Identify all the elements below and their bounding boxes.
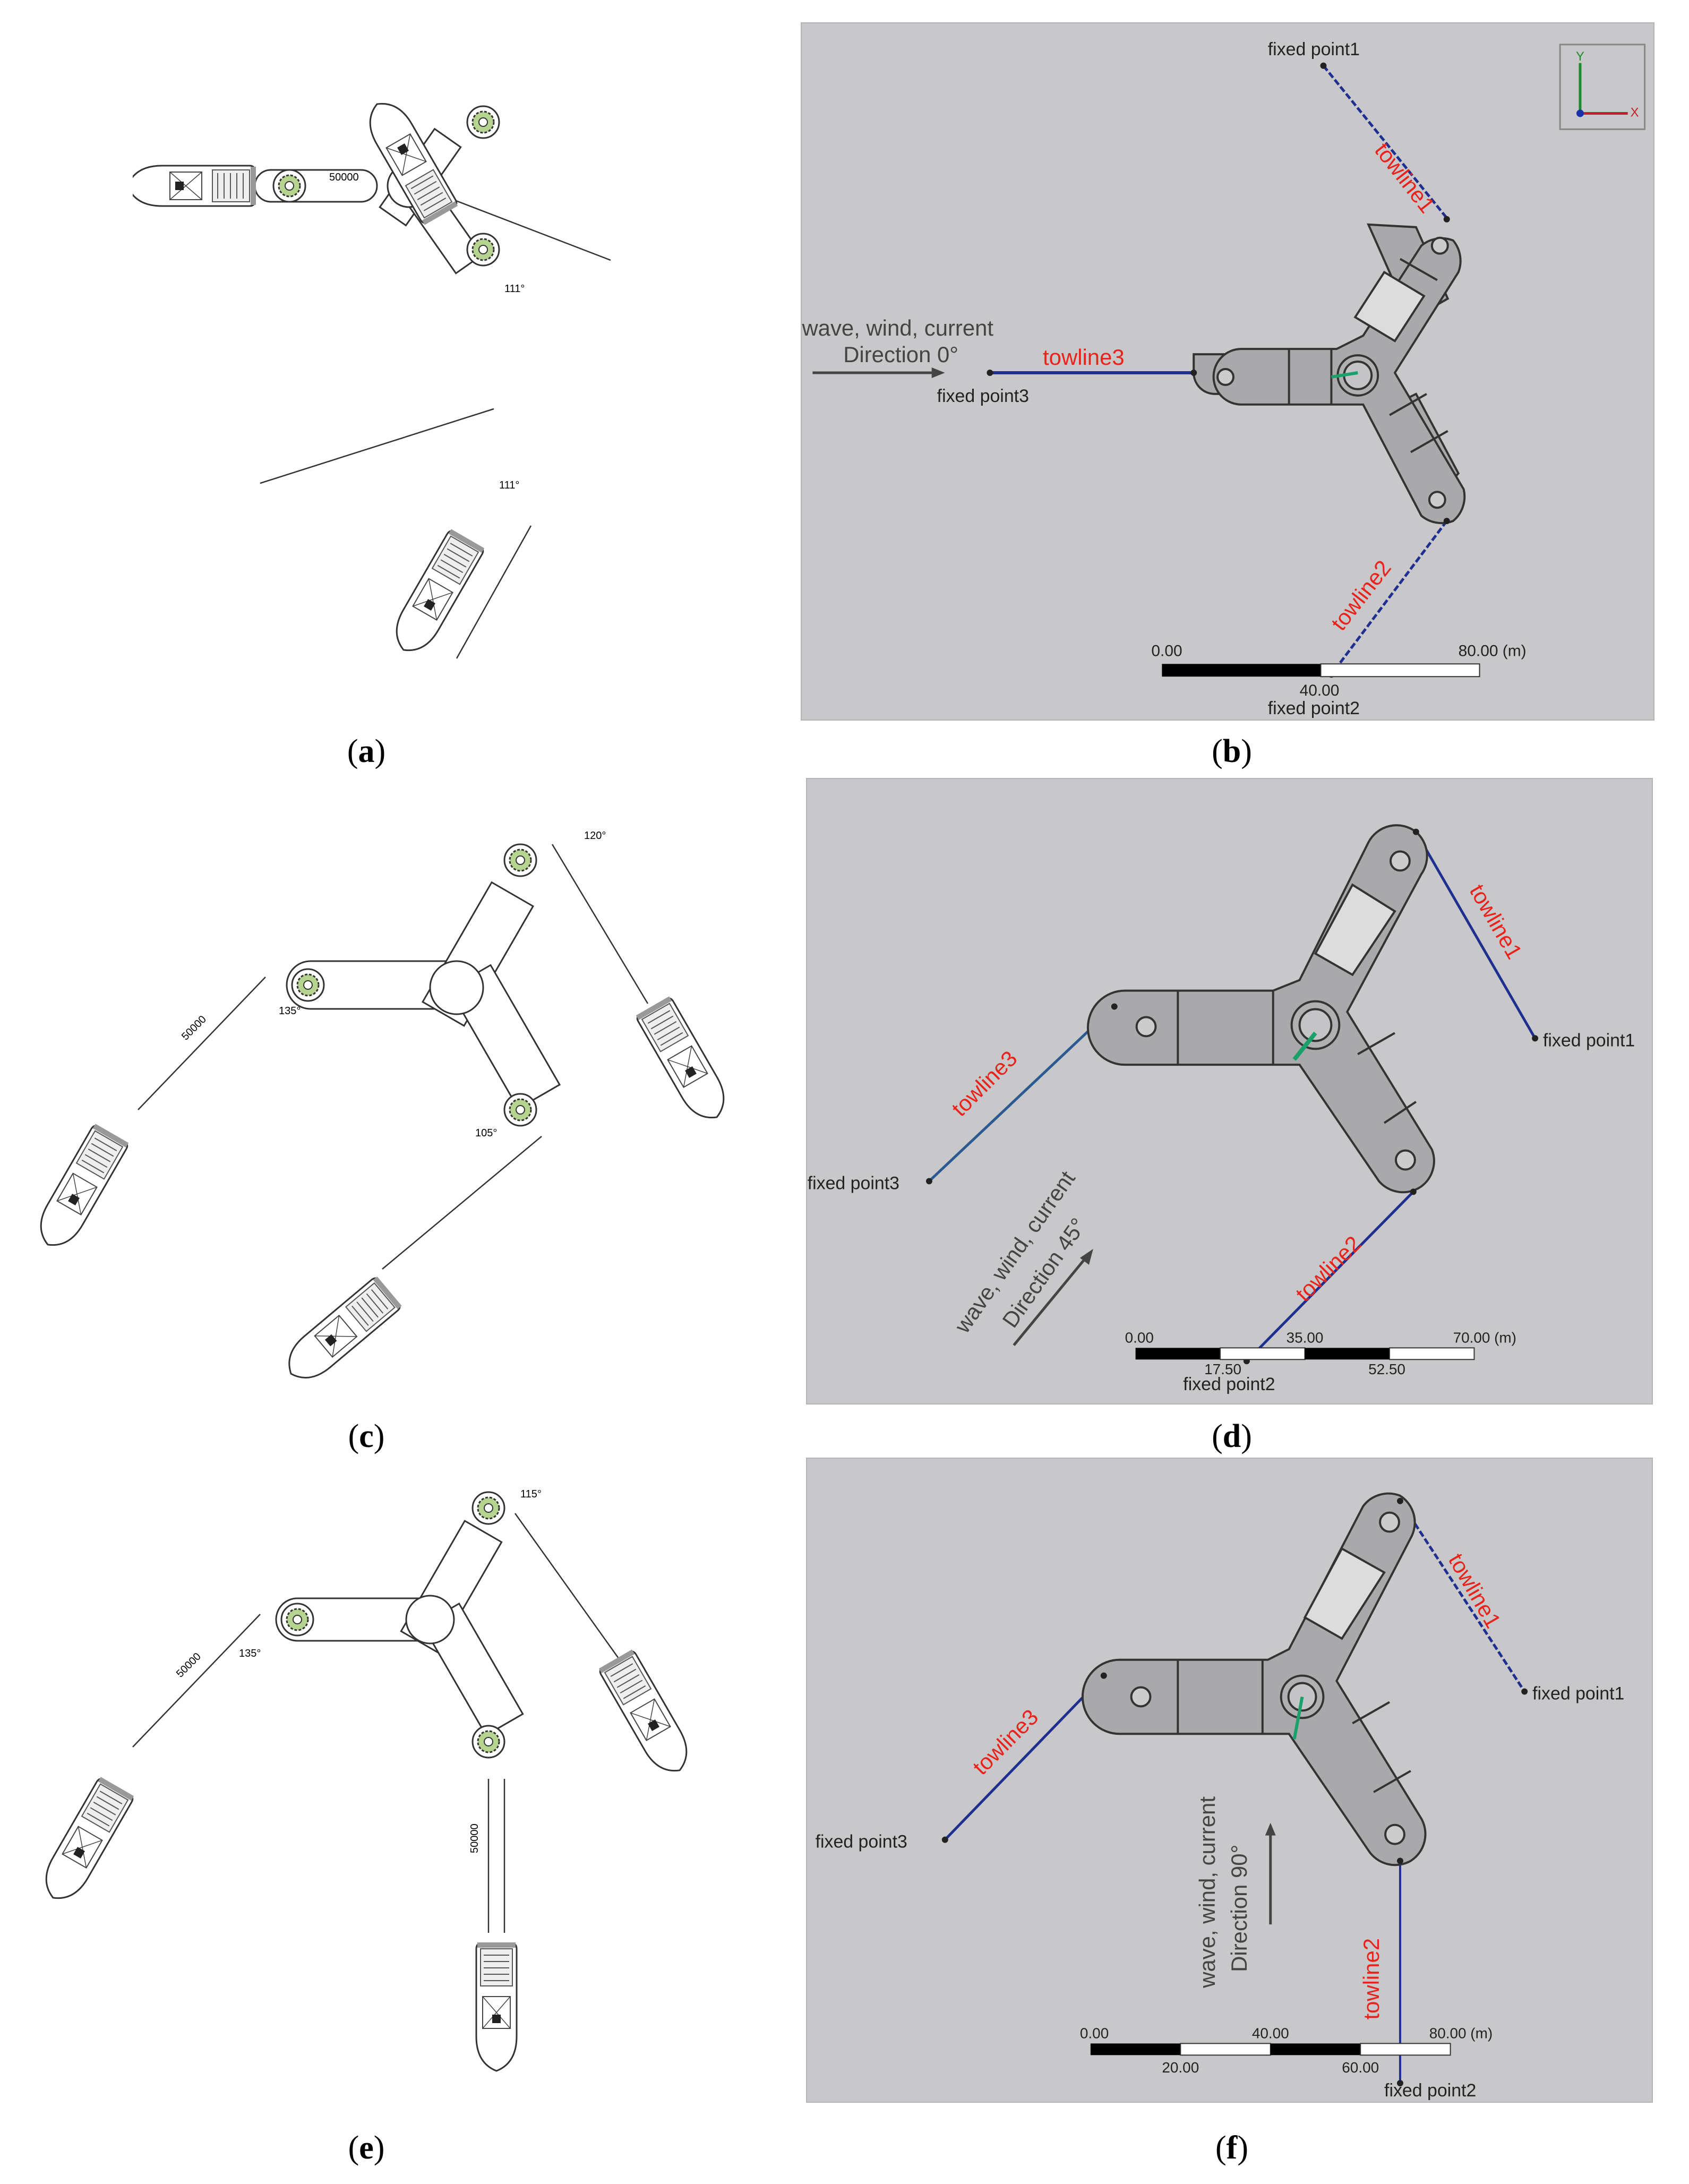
towline1-label: towline1 [1444,1549,1506,1632]
drawing-a-svg: 50000 111° 111° [133,93,611,661]
sim-f-points [941,1497,1528,2087]
sim-d-points [925,828,1539,1365]
platform-b-shapes [1212,236,1466,525]
fixed-point1-label: fixed point1 [1543,1030,1635,1050]
tug-e2 [597,1648,698,1782]
sim-panel-f: fixed point1 towline1 towline3 fixed poi… [806,1458,1653,2103]
fixed-point2-label: fixed point2 [1384,2080,1476,2101]
e-len3: 50000 [469,1823,481,1853]
env-label-1: wave, wind, current [1195,1796,1220,1989]
towline3-label: towline3 [968,1705,1043,1780]
towline2-label: towline2 [1291,1231,1366,1306]
towline3-label: towline3 [1043,345,1125,370]
fixed-point2-label: fixed point2 [1183,1374,1275,1394]
scale-b-1: 40.00 [1300,682,1340,699]
caption-a: (a) [347,733,386,769]
drawing-c-svg: 50000 120° 135° 105° [29,830,735,1390]
platform-c [286,881,561,1110]
scale-f-4: 80.00 (m) [1429,2025,1493,2041]
e-len1: 50000 [174,1651,203,1680]
fixed-point3-label: fixed point3 [808,1173,899,1193]
fixed-point3-label: fixed point3 [816,1832,907,1852]
towline2-label: towline2 [1359,1938,1384,2020]
c-len1: 50000 [179,1014,209,1043]
env-label-1: wave, wind, current [802,315,993,340]
drawing-a: 50000 111° 111° [133,48,743,717]
a-ang2: 111° [499,479,519,491]
c-ang1: 120° [584,830,606,842]
sim-b-svg: Y X fixed point1 towline1 towline3 fixed… [802,39,1646,718]
e-ang1: 115° [520,1488,542,1500]
drawing-e-svg: 50000 115° 135° 50000 [35,1488,698,2072]
platform-d-shapes [1086,824,1435,1194]
scale-d-3: 52.50 [1368,1361,1405,1377]
towline2-label: towline2 [1326,555,1396,635]
sim-f-svg: fixed point1 towline1 towline3 fixed poi… [816,1492,1624,2101]
scale-d-4: 70.00 (m) [1453,1329,1516,1346]
fixed-point2-label: fixed point2 [1268,698,1360,718]
tug-c2 [634,995,735,1128]
tug-e3 [475,1941,518,2072]
tug-c1 [29,1122,131,1256]
a-ang1: 111° [504,283,525,295]
scale-f-2: 40.00 [1252,2025,1289,2041]
scale-f-1: 20.00 [1162,2059,1199,2076]
sim-panel-b: Y X fixed point1 towline1 towline3 fixed… [801,22,1654,721]
fixed-point1-label: fixed point1 [1532,1684,1624,1704]
scale-d-1: 17.50 [1204,1361,1241,1377]
fixed-point3-label: fixed point3 [937,386,1029,406]
towline1-label: towline1 [1370,138,1440,218]
tug-a3 [385,527,486,661]
fixed-point1-label: fixed point1 [1268,39,1360,59]
a-len1: 50000 [329,172,359,183]
caption-b: (b) [1212,733,1252,769]
platform-e [275,1520,524,1736]
scale-bar-d: 0.00 17.50 35.00 52.50 70.00 (m) [1125,1329,1516,1377]
scale-d-0: 0.00 [1125,1329,1154,1346]
drawing-e: 50000 115° 135° 50000 [11,1481,754,2119]
tug-c3 [277,1274,404,1390]
axis-y-label: Y [1576,49,1584,64]
scale-f-0: 0.00 [1080,2025,1109,2041]
env-label-2: Direction 90° [1227,1845,1251,1972]
axis-x-label: X [1631,105,1639,119]
scale-d-2: 35.00 [1287,1329,1324,1346]
scale-b-2: 80.00 (m) [1459,642,1527,660]
platform-f-shapes [1081,1492,1427,1866]
caption-d: (d) [1212,1418,1252,1454]
c-ang3: 105° [475,1127,497,1139]
caption-f: (f) [1215,2130,1248,2166]
axis-triad: Y X [1559,44,1646,130]
e-ang2: 135° [239,1648,261,1659]
towline1-label: towline1 [1465,880,1527,963]
scale-b-0: 0.00 [1151,642,1182,660]
env-label-2: Direction 0° [843,342,958,367]
c-ang2: 135° [279,1005,301,1017]
sim-d-svg: fixed point1 towline1 towline3 fixed poi… [808,824,1635,1394]
scale-bar-f: 0.00 20.00 40.00 60.00 80.00 (m) [1080,2025,1493,2076]
scale-f-3: 60.00 [1342,2059,1379,2076]
drawing-c: 50000 120° 135° 105° [11,791,754,1418]
scale-bar-b: 0.00 40.00 80.00 (m) [1151,642,1526,699]
tug-e1 [35,1775,136,1909]
sim-panel-d: fixed point1 towline1 towline3 fixed poi… [806,778,1653,1404]
caption-e: (e) [348,2130,385,2166]
towline3-label: towline3 [947,1046,1022,1121]
caption-c: (c) [348,1418,385,1454]
